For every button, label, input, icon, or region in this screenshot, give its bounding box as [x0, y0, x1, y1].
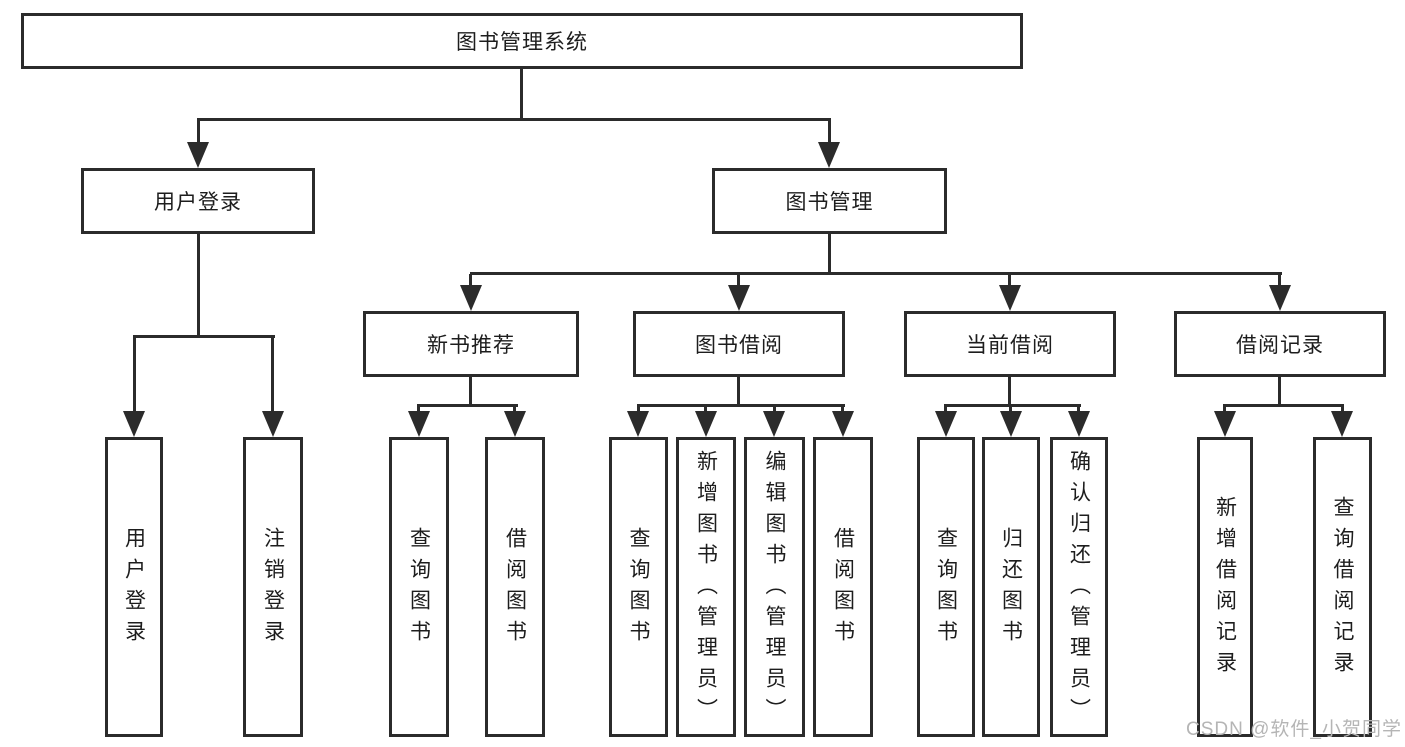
connector-line [841, 406, 844, 415]
csdn-watermark: CSDN @软件_小贺同学 [1186, 719, 1402, 740]
connector-line [417, 404, 518, 407]
arrow-down-icon [1269, 285, 1291, 311]
connector-line [737, 375, 740, 407]
connector-line [1223, 404, 1344, 407]
connector-line [1278, 375, 1281, 407]
arrow-down-icon [1068, 411, 1090, 437]
connector-line [828, 120, 831, 146]
connector-line [469, 274, 472, 288]
connector-line [828, 233, 831, 274]
connector-line [271, 337, 274, 414]
node-current-borrow: 当前借阅 [904, 311, 1116, 377]
arrow-down-icon [460, 285, 482, 311]
leaf-add-borrow-record: 新增借阅记录 [1197, 437, 1253, 737]
connector-line [1008, 274, 1011, 288]
connector-line [737, 274, 740, 288]
connector-line [469, 375, 472, 407]
connector-line [1223, 406, 1226, 415]
leaf-query-borrow-record: 查询借阅记录 [1313, 437, 1372, 737]
leaf-confirm-return-admin: 确认归还（管理员） [1050, 437, 1108, 737]
arrow-down-icon [832, 411, 854, 437]
connector-line [133, 337, 136, 414]
arrow-down-icon [627, 411, 649, 437]
leaf-query-books: 查询图书 [389, 437, 449, 737]
node-library-system: 图书管理系统 [21, 13, 1023, 69]
connector-line [520, 68, 523, 120]
arrow-down-icon [123, 411, 145, 437]
arrow-down-icon [999, 285, 1021, 311]
connector-line [513, 406, 516, 415]
arrow-down-icon [728, 285, 750, 311]
leaf-return-books: 归还图书 [982, 437, 1040, 737]
arrow-down-icon [695, 411, 717, 437]
node-new-book-recommend: 新书推荐 [363, 311, 579, 377]
arrow-down-icon [408, 411, 430, 437]
connector-line [704, 406, 707, 415]
node-borrow-records: 借阅记录 [1174, 311, 1386, 377]
connector-line [133, 335, 275, 338]
node-book-borrow: 图书借阅 [633, 311, 845, 377]
leaf-borrow-books: 借阅图书 [813, 437, 873, 737]
connector-line [637, 404, 845, 407]
leaf-query-books: 查询图书 [609, 437, 668, 737]
connector-line [944, 404, 1081, 407]
leaf-user-login: 用户登录 [105, 437, 163, 737]
arrow-down-icon [935, 411, 957, 437]
connector-line [1341, 406, 1344, 415]
node-book-management: 图书管理 [712, 168, 947, 234]
arrow-down-icon [504, 411, 526, 437]
connector-line [944, 406, 947, 415]
connector-line [1278, 274, 1281, 288]
connector-line [197, 120, 200, 146]
connector-line [197, 233, 200, 337]
leaf-query-books: 查询图书 [917, 437, 975, 737]
connector-line [1009, 406, 1012, 415]
node-user-login: 用户登录 [81, 168, 315, 234]
connector-line [1008, 375, 1011, 407]
arrow-down-icon [1000, 411, 1022, 437]
connector-line [470, 272, 1282, 275]
arrow-down-icon [1214, 411, 1236, 437]
arrow-down-icon [187, 142, 209, 168]
arrow-down-icon [1331, 411, 1353, 437]
leaf-logout: 注销登录 [243, 437, 303, 737]
leaf-edit-books-admin: 编辑图书（管理员） [744, 437, 805, 737]
arrow-down-icon [763, 411, 785, 437]
arrow-down-icon [262, 411, 284, 437]
connector-line [417, 406, 420, 415]
connector-line [637, 406, 640, 415]
arrow-down-icon [818, 142, 840, 168]
connector-line [1077, 406, 1080, 415]
leaf-borrow-books: 借阅图书 [485, 437, 545, 737]
connector-line [773, 406, 776, 415]
leaf-add-books-admin: 新增图书（管理员） [676, 437, 736, 737]
connector-line [197, 118, 831, 121]
